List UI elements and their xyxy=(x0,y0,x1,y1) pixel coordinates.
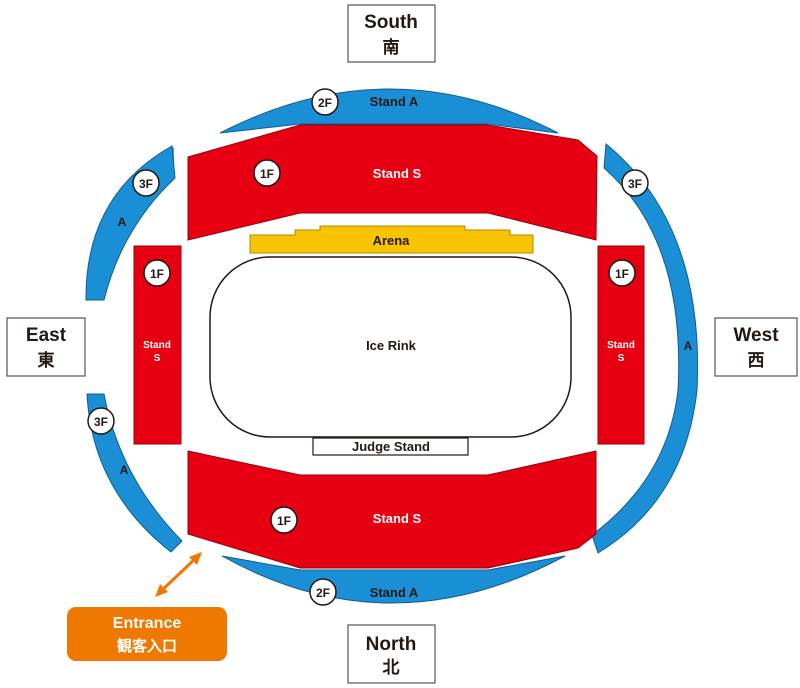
entrance-arrow xyxy=(155,552,202,597)
stand-s-left[interactable]: 1F Stand S xyxy=(133,245,182,445)
floor-badge-3f-east-upper xyxy=(132,169,160,197)
label-ice-rink: Ice Rink xyxy=(366,338,417,353)
floor-badge-3f-east-lower xyxy=(87,407,115,435)
floor-badge-1f-bottom xyxy=(270,506,298,534)
entrance-label[interactable]: Entrance 観客入口 xyxy=(67,607,227,661)
direction-south: South 南 xyxy=(347,4,436,63)
label-stands-left-red-name-line2: S xyxy=(154,353,161,364)
judge-stand[interactable]: Judge Stand xyxy=(312,437,469,456)
stand-a-south[interactable]: 2F Stand A xyxy=(219,88,559,134)
label-directions-north-en: North xyxy=(366,634,417,655)
stand-s-bottom[interactable]: 1F Stand S xyxy=(187,450,597,569)
label-stands-left-red-name-line1: Stand xyxy=(143,340,171,351)
label-stands-north-bottom-floor: 2F xyxy=(316,586,330,600)
stand-a-east-upper[interactable]: 3F A xyxy=(85,145,176,301)
label-entrance-jp: 観客入口 xyxy=(117,637,177,655)
label-stands-west-outer-floor: 3F xyxy=(628,177,642,191)
direction-west: West 西 xyxy=(714,317,798,377)
label-directions-south-en: South xyxy=(364,12,418,33)
label-stands-bottom-red-floor: 1F xyxy=(277,514,291,528)
stand-s-right[interactable]: 1F Stand S xyxy=(597,245,645,445)
label-directions-east-jp: 東 xyxy=(38,350,55,370)
label-stands-east-upper-name: A xyxy=(118,215,127,229)
label-stands-right-red-name-line2: S xyxy=(618,353,625,364)
floor-badge-2f-north xyxy=(309,578,337,606)
label-stands-south-top-name: Stand A xyxy=(370,94,419,109)
stand-a-east-lower[interactable]: 3F A xyxy=(86,393,183,553)
stand-a-west[interactable]: 3F A xyxy=(591,143,699,554)
label-stands-south-top-floor: 2F xyxy=(318,96,332,110)
label-directions-west-en: West xyxy=(733,325,779,346)
direction-east: East 東 xyxy=(6,317,86,377)
stand-s-top[interactable]: 1F Stand S xyxy=(187,124,598,241)
stand-a-north[interactable]: 2F Stand A xyxy=(221,555,566,606)
label-stands-north-bottom-name: Stand A xyxy=(370,585,419,600)
label-stands-east-lower-floor: 3F xyxy=(94,415,108,429)
label-stands-left-red-floor: 1F xyxy=(150,267,164,281)
label-directions-west-jp: 西 xyxy=(748,351,765,370)
floor-badge-1f-left xyxy=(143,259,171,287)
direction-north: North 北 xyxy=(347,624,436,684)
label-stands-west-outer-name: A xyxy=(684,339,693,353)
label-stands-east-upper-floor: 3F xyxy=(139,177,153,191)
floor-badge-1f-top xyxy=(253,159,281,187)
label-stands-top-red-floor: 1F xyxy=(260,167,274,181)
floor-badge-1f-right xyxy=(608,259,636,287)
label-stands-bottom-red-name: Stand S xyxy=(373,511,422,526)
arena-section[interactable]: Arena xyxy=(249,225,534,254)
label-stands-right-red-floor: 1F xyxy=(615,267,629,281)
label-directions-north-jp: 北 xyxy=(383,658,400,677)
floor-badge-3f-west xyxy=(621,169,649,197)
label-entrance-en: Entrance xyxy=(113,615,182,632)
label-arena: Arena xyxy=(373,233,411,248)
label-stands-east-lower-name: A xyxy=(120,463,129,477)
label-stands-right-red-name-line1: Stand xyxy=(607,340,635,351)
label-stands-top-red-name: Stand S xyxy=(373,166,422,181)
label-directions-east-en: East xyxy=(26,325,67,346)
label-directions-south-jp: 南 xyxy=(383,37,400,57)
floor-badge-2f-south xyxy=(311,88,339,116)
label-judge-stand: Judge Stand xyxy=(352,439,430,454)
ice-rink: Ice Rink xyxy=(209,256,572,438)
